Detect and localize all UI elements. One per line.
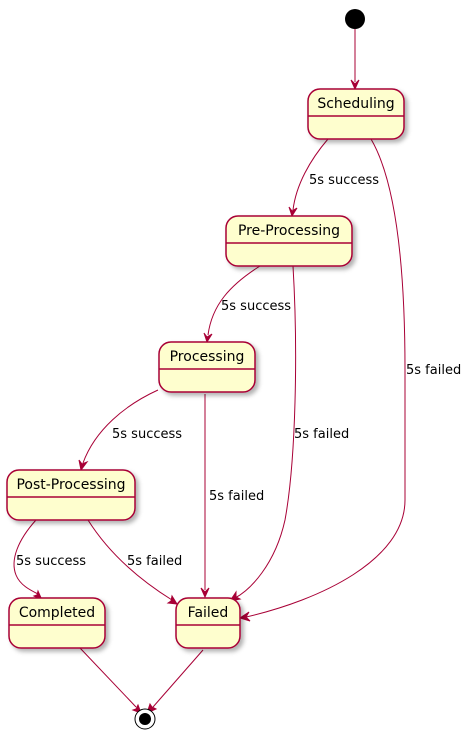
initial-node bbox=[345, 9, 365, 29]
state-label-failed: Failed bbox=[188, 605, 229, 621]
state-post-processing bbox=[6, 469, 136, 521]
state-label-processing: Processing bbox=[170, 349, 245, 365]
edge-preprocessing-to-processing: 5s success bbox=[203, 265, 291, 344]
edge-label-postprocessing-success: 5s success bbox=[16, 554, 86, 569]
edge-label-processing-failed: 5s failed bbox=[209, 489, 264, 504]
edge-label-preprocessing-failed: 5s failed bbox=[294, 427, 349, 442]
edge-scheduling-to-preprocessing: 5s success bbox=[288, 138, 379, 218]
edge-processing-to-failed: 5s failed bbox=[200, 394, 264, 599]
state-label-scheduling: Scheduling bbox=[317, 96, 394, 112]
state-completed bbox=[8, 597, 106, 649]
edge-label-processing-success: 5s success bbox=[112, 427, 182, 442]
state-failed bbox=[175, 597, 241, 649]
edge-scheduling-to-failed: 5s failed bbox=[238, 138, 461, 622]
state-scheduling bbox=[307, 88, 405, 140]
edge-postprocessing-to-completed: 5s success bbox=[13, 519, 86, 602]
state-label-pre-processing: Pre-Processing bbox=[238, 223, 340, 239]
edge-label-scheduling-success: 5s success bbox=[309, 173, 379, 188]
edge-label-scheduling-failed: 5s failed bbox=[406, 363, 461, 378]
final-node bbox=[134, 708, 156, 730]
edge-start-to-scheduling bbox=[350, 29, 360, 91]
edge-label-preprocessing-success: 5s success bbox=[221, 299, 291, 314]
edge-completed-to-end bbox=[79, 647, 142, 714]
state-processing bbox=[158, 341, 256, 393]
edge-label-postprocessing-failed: 5s failed bbox=[127, 554, 182, 569]
edge-postprocessing-to-failed: 5s failed bbox=[87, 519, 182, 605]
edge-failed-to-end bbox=[146, 649, 204, 714]
state-pre-processing bbox=[225, 215, 353, 267]
state-label-completed: Completed bbox=[19, 605, 95, 621]
edge-processing-to-postprocessing: 5s success bbox=[78, 389, 182, 472]
state-label-post-processing: Post-Processing bbox=[16, 477, 125, 493]
edge-preprocessing-to-failed: 5s failed bbox=[228, 265, 349, 602]
